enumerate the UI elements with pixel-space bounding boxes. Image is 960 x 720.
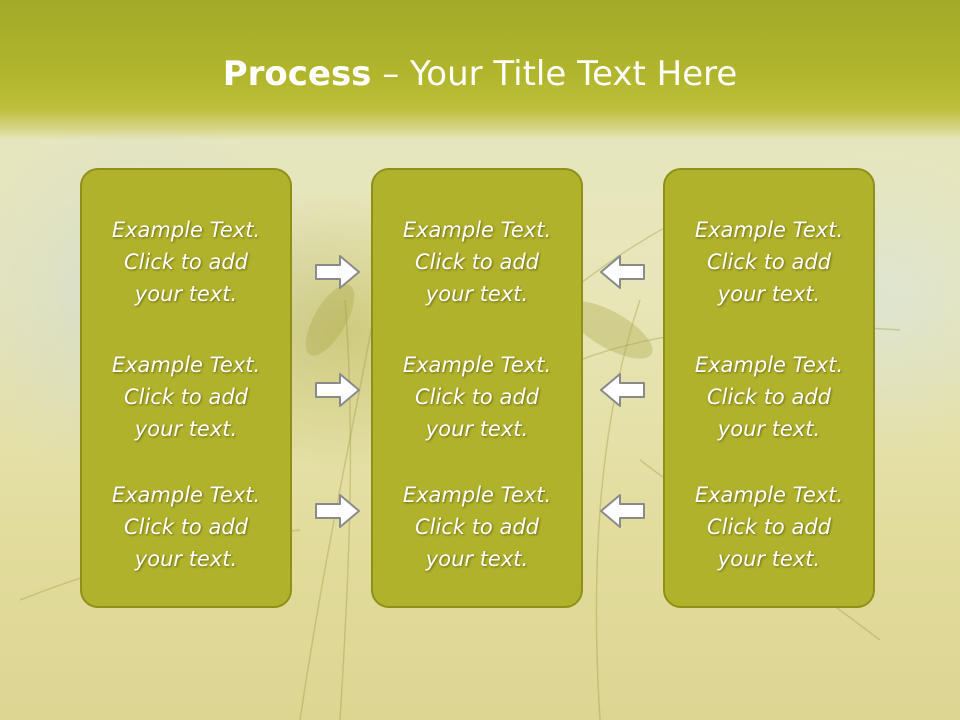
text-line: Example Text. (402, 483, 552, 507)
text-line: Example Text. (111, 218, 261, 242)
text-line: Click to add (414, 515, 539, 539)
text-line: Example Text. (402, 218, 552, 242)
text-line: Click to add (123, 515, 248, 539)
title-bold-text: Process (222, 54, 372, 94)
text-line: Click to add (706, 385, 831, 409)
text-block[interactable]: Example Text. Click to add your text. (665, 349, 873, 445)
text-line: Click to add (706, 515, 831, 539)
arrow-left-icon (600, 373, 645, 407)
text-line: your text. (717, 417, 821, 441)
text-line: Example Text. (402, 353, 552, 377)
arrow-right-icon (315, 373, 360, 407)
title-rest-text: – Your Title Text Here (371, 54, 738, 94)
text-line: Click to add (123, 250, 248, 274)
text-block[interactable]: Example Text. Click to add your text. (82, 349, 290, 445)
text-block[interactable]: Example Text. Click to add your text. (82, 214, 290, 310)
text-line: Example Text. (694, 483, 844, 507)
text-line: your text. (425, 547, 529, 571)
text-line: your text. (134, 282, 238, 306)
arrow-right-icon (315, 494, 360, 528)
text-line: Click to add (414, 385, 539, 409)
text-line: your text. (717, 547, 821, 571)
text-line: Example Text. (111, 483, 261, 507)
text-line: your text. (717, 282, 821, 306)
text-line: your text. (134, 547, 238, 571)
title-band (0, 0, 960, 140)
slide-title[interactable]: Process – Your Title Text Here (0, 52, 960, 96)
middle-panel[interactable]: Example Text. Click to add your text. Ex… (371, 168, 583, 608)
arrow-left-icon (600, 494, 645, 528)
text-line: Example Text. (694, 218, 844, 242)
left-panel[interactable]: Example Text. Click to add your text. Ex… (80, 168, 292, 608)
text-block[interactable]: Example Text. Click to add your text. (373, 479, 581, 575)
right-panel[interactable]: Example Text. Click to add your text. Ex… (663, 168, 875, 608)
text-block[interactable]: Example Text. Click to add your text. (373, 214, 581, 310)
text-line: Example Text. (694, 353, 844, 377)
text-line: Click to add (414, 250, 539, 274)
text-block[interactable]: Example Text. Click to add your text. (373, 349, 581, 445)
text-line: Example Text. (111, 353, 261, 377)
text-block[interactable]: Example Text. Click to add your text. (665, 214, 873, 310)
text-line: your text. (134, 417, 238, 441)
text-block[interactable]: Example Text. Click to add your text. (665, 479, 873, 575)
text-block[interactable]: Example Text. Click to add your text. (82, 479, 290, 575)
arrow-right-icon (315, 255, 360, 289)
arrow-left-icon (600, 255, 645, 289)
text-line: your text. (425, 282, 529, 306)
text-line: Click to add (123, 385, 248, 409)
text-line: Click to add (706, 250, 831, 274)
text-line: your text. (425, 417, 529, 441)
